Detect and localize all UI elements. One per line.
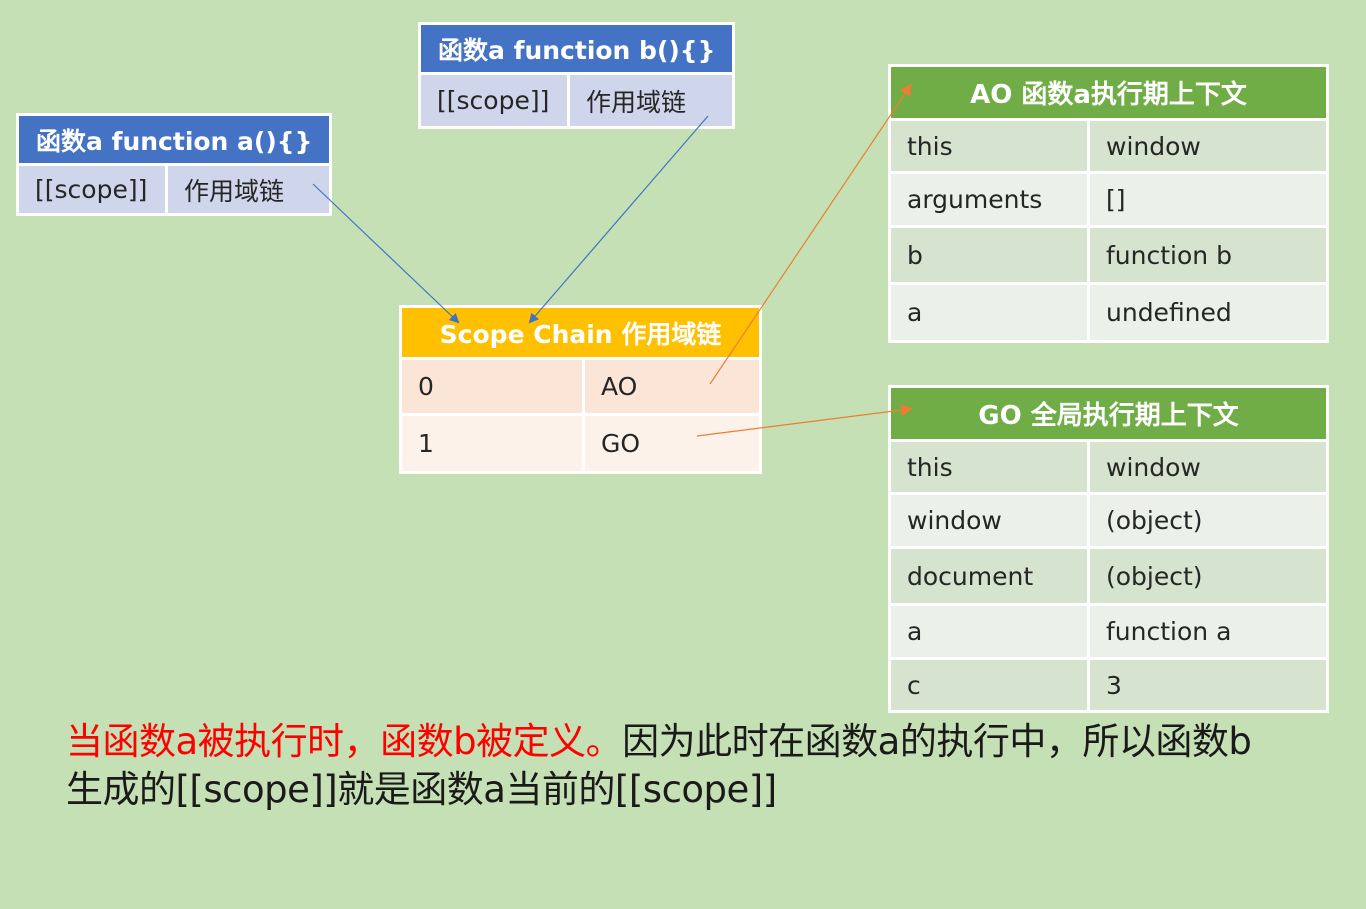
scope-chain-row: 0 AO — [399, 357, 762, 416]
go-value: (object) — [1087, 492, 1329, 549]
function-a-scope-label: [[scope]] — [16, 163, 168, 216]
go-row: document (object) — [888, 546, 1329, 606]
scope-chain-table: Scope Chain 作用域链 0 AO 1 GO — [399, 305, 762, 474]
scope-chain-row: 1 GO — [399, 413, 762, 474]
function-b-box: 函数a function b(){} [[scope]] 作用域链 — [418, 22, 735, 129]
ao-row: a undefined — [888, 282, 1329, 343]
go-key: window — [888, 492, 1090, 549]
ao-row: arguments [] — [888, 171, 1329, 228]
ao-context-table: AO 函数a执行期上下文 this window arguments [] b … — [888, 64, 1329, 343]
ao-key: b — [888, 225, 1090, 285]
go-table-title: GO 全局执行期上下文 — [888, 385, 1329, 442]
ao-value: function b — [1087, 225, 1329, 285]
function-a-title: 函数a function a(){} — [16, 113, 332, 166]
function-a-scope-value: 作用域链 — [165, 163, 332, 216]
go-value: window — [1087, 439, 1329, 495]
ao-row: b function b — [888, 225, 1329, 285]
go-key: document — [888, 546, 1090, 606]
ao-value: [] — [1087, 171, 1329, 228]
ao-key: arguments — [888, 171, 1090, 228]
function-b-title: 函数a function b(){} — [418, 22, 735, 75]
arrow-a-scope-to-chain — [312, 183, 460, 324]
ao-row: this window — [888, 118, 1329, 174]
function-b-scope-value: 作用域链 — [567, 72, 735, 129]
explanation-caption: 当函数a被执行时，函数b被定义。因为此时在函数a的执行中，所以函数b生成的[[s… — [66, 718, 1286, 814]
go-row: this window — [888, 439, 1329, 495]
go-value: (object) — [1087, 546, 1329, 606]
function-b-scope-label: [[scope]] — [418, 72, 570, 129]
ao-key: this — [888, 118, 1090, 174]
scope-chain-index: 1 — [399, 413, 585, 474]
ao-key: a — [888, 282, 1090, 343]
ao-value: window — [1087, 118, 1329, 174]
go-row: window (object) — [888, 492, 1329, 549]
go-value: function a — [1087, 603, 1329, 660]
go-row: c 3 — [888, 657, 1329, 713]
go-key: a — [888, 603, 1090, 660]
go-key: c — [888, 657, 1090, 713]
ao-value: undefined — [1087, 282, 1329, 343]
arrow-b-scope-to-chain — [528, 115, 709, 324]
scope-chain-value: GO — [582, 413, 762, 474]
go-value: 3 — [1087, 657, 1329, 713]
go-key: this — [888, 439, 1090, 495]
ao-table-title: AO 函数a执行期上下文 — [888, 64, 1329, 121]
function-a-box: 函数a function a(){} [[scope]] 作用域链 — [16, 113, 332, 216]
go-row: a function a — [888, 603, 1329, 660]
scope-chain-index: 0 — [399, 357, 585, 416]
go-context-table: GO 全局执行期上下文 this window window (object) … — [888, 385, 1329, 713]
scope-chain-title: Scope Chain 作用域链 — [399, 305, 762, 360]
caption-text: 因为此时在函数a的执行中，所以函数b生成的[[scope]]就是函数a当前的[[… — [66, 720, 1252, 811]
scope-chain-value: AO — [582, 357, 762, 416]
caption-highlight: 当函数a被执行时，函数b被定义。 — [66, 720, 623, 763]
